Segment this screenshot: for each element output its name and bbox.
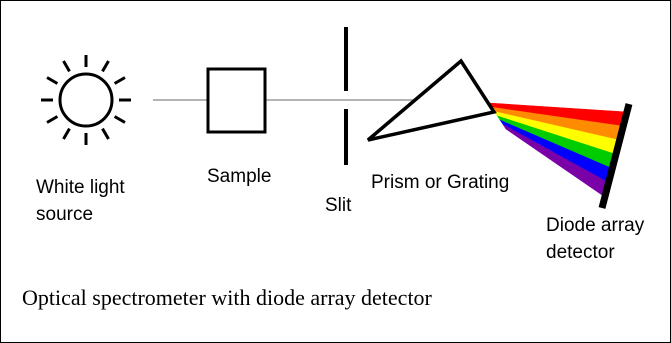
prism-label: Prism or Grating [371, 172, 510, 193]
figure-caption: Optical spectrometer with diode array de… [22, 285, 432, 310]
detector-label-line1: Diode array [546, 215, 645, 236]
sample-label: Sample [207, 166, 272, 187]
sun-ray [113, 115, 126, 124]
slit-label: Slit [325, 195, 352, 216]
prism-triangle [366, 58, 497, 142]
sun-ray [101, 127, 110, 140]
source-label-line2: source [36, 204, 94, 225]
sun-ray [62, 127, 71, 140]
detector-label-line2: detector [546, 242, 615, 263]
sample-box [206, 67, 267, 134]
spectrum-fan [488, 102, 628, 198]
sun-ray [113, 76, 126, 85]
diode-array-detector [598, 103, 633, 209]
sun-ray [101, 60, 110, 73]
sun-ray [46, 115, 59, 124]
sun-icon [41, 55, 131, 145]
source-label-line1: White light [36, 177, 125, 198]
sun-ray [62, 60, 71, 73]
sun-ray [46, 76, 59, 85]
